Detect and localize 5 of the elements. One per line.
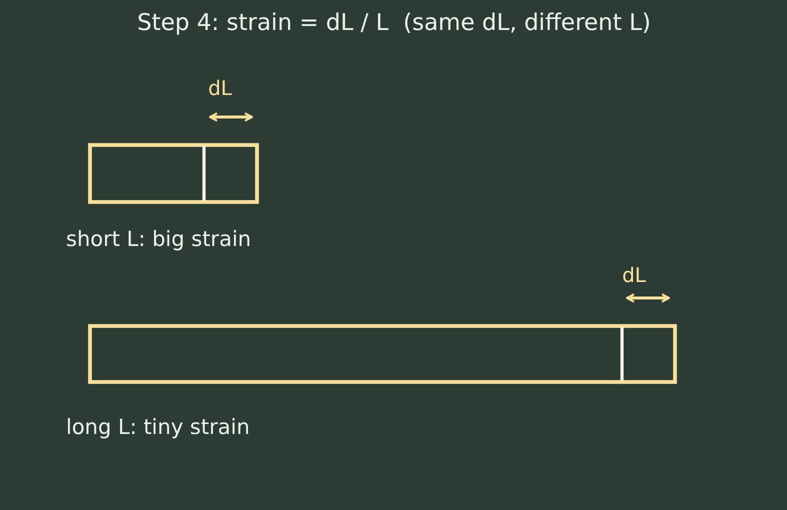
caption: short L: big strain — [66, 227, 252, 252]
dimension-label: dL — [622, 263, 646, 287]
title: Step 4: strain = dL / L (same dL, different L) — [137, 10, 651, 38]
dimension-label: dL — [208, 76, 232, 100]
caption: long L: tiny strain — [66, 415, 250, 440]
